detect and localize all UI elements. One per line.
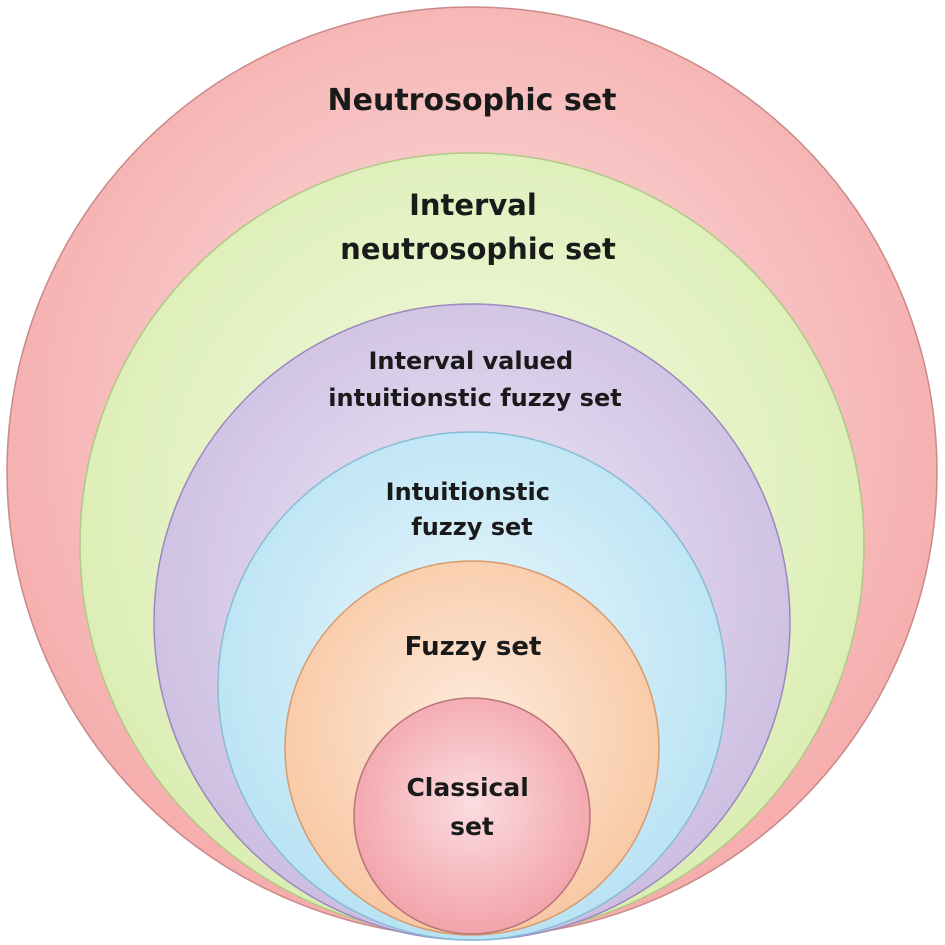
- set-label: Interval neutrosophic set: [340, 188, 616, 266]
- set-circle: [353, 697, 591, 935]
- set-label: Neutrosophic set: [328, 83, 617, 118]
- set-label: Intuitionstic fuzzy set: [386, 478, 559, 541]
- set-label: Fuzzy set: [405, 632, 542, 662]
- set-classical: Classical set: [353, 697, 591, 935]
- set-label: Classical set: [406, 773, 537, 841]
- set-label: Interval valued intuitionstic fuzzy set: [328, 347, 621, 412]
